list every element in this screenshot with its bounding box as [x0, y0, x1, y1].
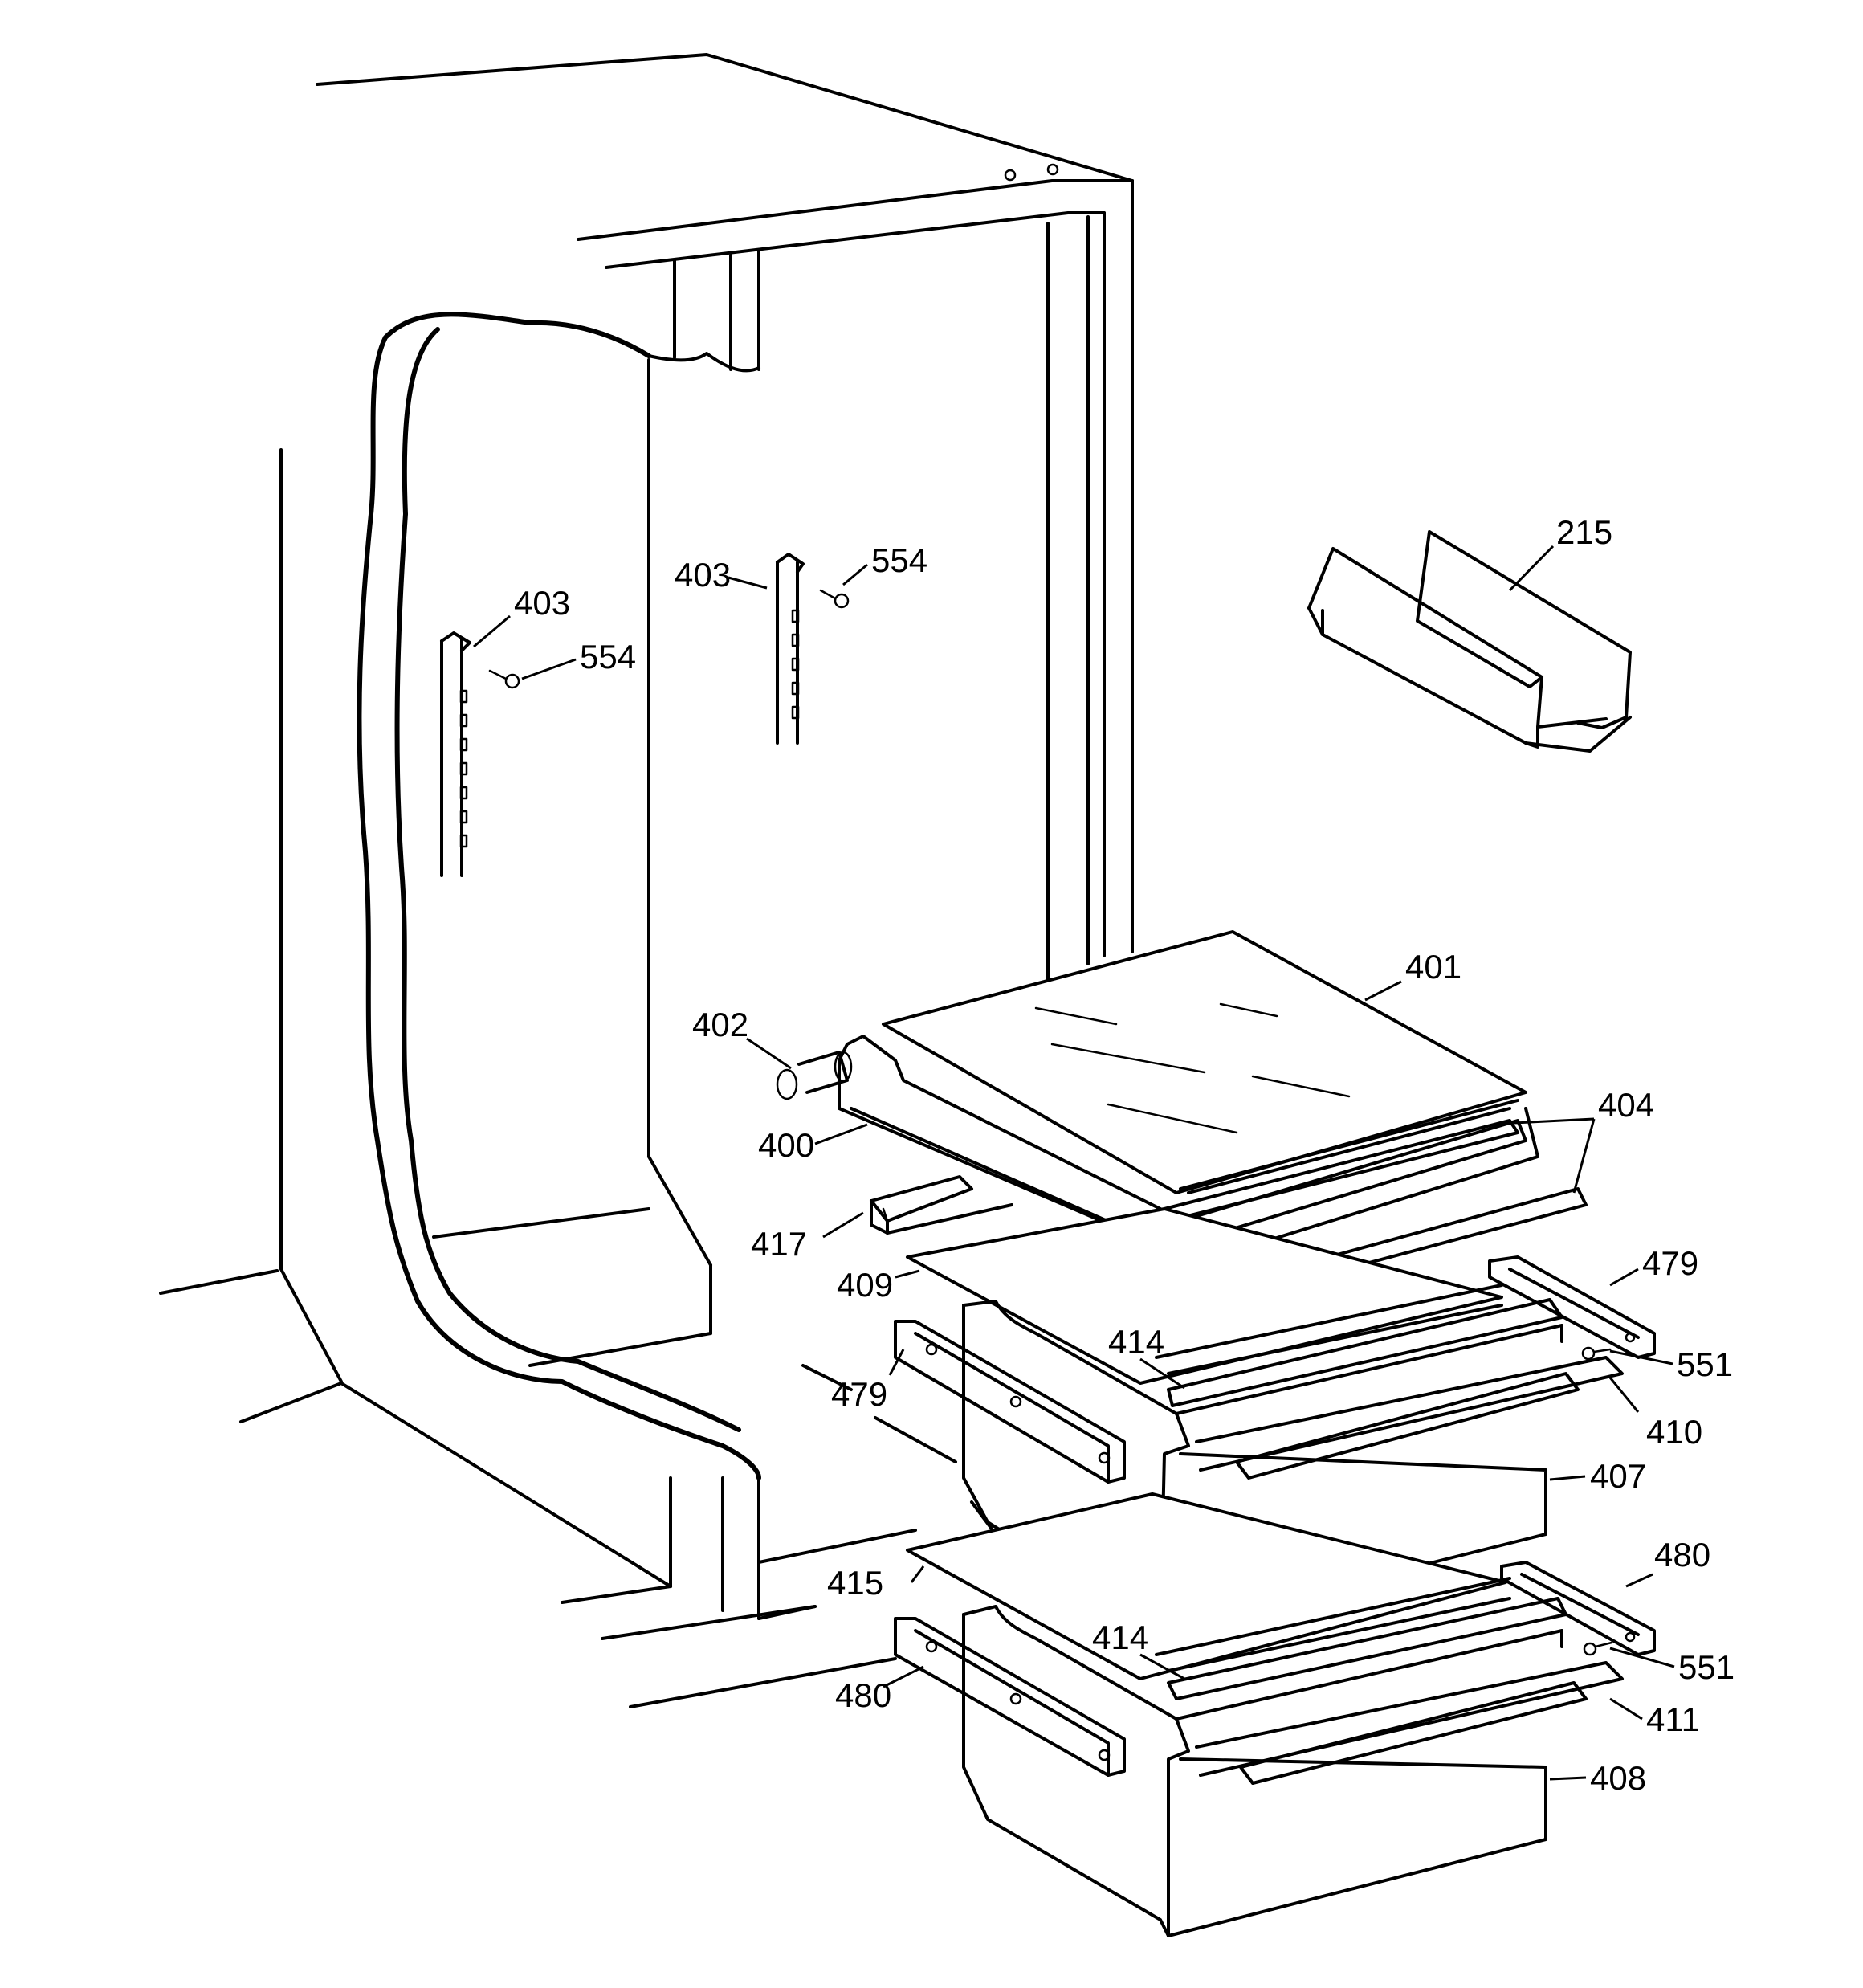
- label-551-lower: 551: [1678, 1648, 1735, 1686]
- drawer-slide-480-left: [894, 1617, 1126, 1777]
- label-479-right: 479: [1642, 1244, 1698, 1282]
- label-401: 401: [1405, 948, 1461, 986]
- label-403-left: 403: [514, 584, 570, 622]
- label-554-right: 554: [871, 541, 927, 579]
- label-554-left: 554: [580, 638, 636, 676]
- drawer-slide-479-left: [894, 1320, 1126, 1484]
- label-480-left: 480: [835, 1676, 891, 1714]
- glass-shelf: [882, 930, 1527, 1194]
- drawer-slide-480-right: [1500, 1561, 1656, 1656]
- drawer-slide-417: [870, 1175, 1013, 1235]
- label-415: 415: [827, 1564, 883, 1602]
- label-404: 404: [1598, 1086, 1654, 1124]
- label-402: 402: [692, 1006, 748, 1043]
- label-414-upper: 414: [1108, 1323, 1164, 1361]
- shelf-support-rail-right: [776, 553, 805, 745]
- drawer-slide-479-right: [1488, 1255, 1656, 1359]
- leader-lines: [473, 545, 1675, 1781]
- screw-551-lower: [1583, 1641, 1613, 1656]
- part-labels: 215 403 554 403 554 401 402 400 404 417 …: [514, 513, 1735, 1797]
- label-551-upper: 551: [1677, 1345, 1733, 1383]
- crisper-drawer-408: [962, 1605, 1624, 1937]
- label-480-right: 480: [1654, 1536, 1710, 1574]
- door-bin: [1307, 530, 1632, 753]
- cabinet: [159, 53, 1134, 1708]
- label-403-right: 403: [675, 556, 731, 594]
- screw-551-upper: [1581, 1346, 1612, 1361]
- label-400: 400: [758, 1126, 814, 1164]
- screw-554: [488, 589, 850, 689]
- label-409: 409: [837, 1266, 893, 1304]
- label-479-left: 479: [831, 1375, 887, 1413]
- label-408: 408: [1590, 1759, 1646, 1797]
- shelf-support-rail-left: [440, 631, 471, 877]
- label-414-lower: 414: [1092, 1619, 1148, 1656]
- shelf-hook-402: [776, 1051, 853, 1100]
- label-407: 407: [1590, 1457, 1646, 1495]
- label-410: 410: [1646, 1413, 1702, 1451]
- label-411: 411: [1646, 1700, 1700, 1738]
- label-215: 215: [1556, 513, 1612, 551]
- drawer-cover-415: [906, 1492, 1507, 1680]
- drawer-cover-409: [906, 1207, 1503, 1385]
- label-417: 417: [751, 1225, 807, 1263]
